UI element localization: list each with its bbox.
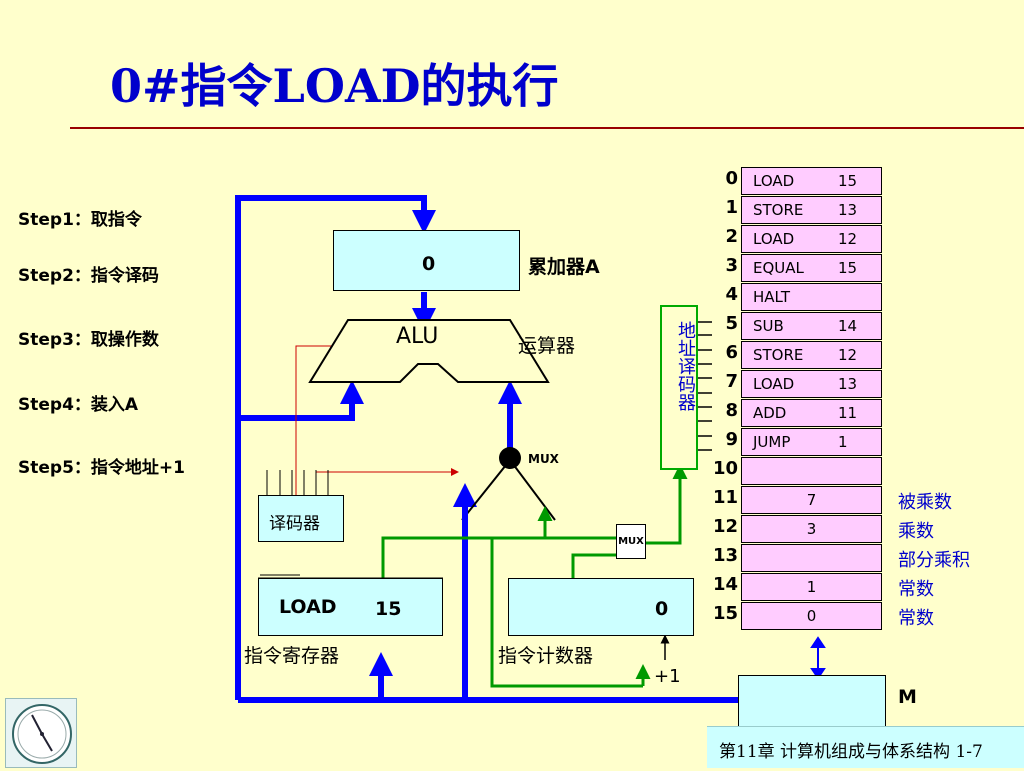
memory-note: 乘数 [898,521,934,542]
lower-mux-label: MUX [618,536,644,547]
memory-cell: EQUAL 15 [741,254,882,282]
step-3: Step3：取操作数 [18,330,159,350]
ir-opcode: LOAD [279,596,337,618]
memory-address: 8 [725,400,738,421]
alu [308,319,550,383]
memory-cell: LOAD 13 [741,370,882,398]
title-divider [70,127,1024,129]
page-title: 0#指令LOAD的执行 [110,59,559,113]
pc-value: 0 [655,598,669,620]
program-counter-label: 指令计数器 [498,645,594,667]
memory-value: 1 [806,578,817,596]
memory-opcode: LOAD [753,230,795,248]
memory-cell: SUB 14 [741,312,882,340]
memory-address: 13 [712,545,738,566]
memory-cell [741,544,882,572]
memory-address: 7 [725,371,738,392]
memory-value: 0 [806,607,817,625]
ir-operand: 15 [375,598,402,620]
memory-opcode: ADD [753,404,787,422]
memory-block [738,675,886,727]
memory-address: 5 [725,313,738,334]
memory-opcode: SUB [753,317,784,335]
memory-label: M [898,686,917,708]
upper-mux-shape [461,447,556,521]
memory-operand: 14 [838,317,858,335]
memory-address: 14 [712,574,738,595]
step-2: Step2：指令译码 [18,266,159,286]
memory-cell: 3 [741,515,882,543]
memory-operand: 13 [838,375,858,393]
memory-address: 6 [725,342,738,363]
memory-operand: 11 [838,404,858,422]
program-counter: 0 [508,578,694,636]
memory-address: 10 [712,458,738,479]
memory-address: 0 [725,168,738,189]
main-data-bus [235,195,738,703]
memory-opcode: STORE [753,346,804,364]
footer-bar: 第11章 计算机组成与体系结构 1-7 [707,726,1024,768]
step-1: Step1：取指令 [18,210,142,230]
memory-operand: 13 [838,201,858,219]
memory-cell: STORE 12 [741,341,882,369]
alu-text: ALU [396,324,439,349]
footer-text: 第11章 计算机组成与体系结构 1-7 [719,742,983,762]
memory-address: 3 [725,255,738,276]
memory-operand: 12 [838,230,858,248]
memory-operand: 12 [838,346,858,364]
lower-mux: MUX [616,524,646,559]
memory-cell: STORE 13 [741,196,882,224]
memory-opcode: EQUAL [753,259,804,277]
memory-note: 常数 [898,608,934,629]
alu-label: 运算器 [518,335,576,357]
memory-opcode: JUMP [753,433,791,451]
memory-operand: 1 [838,433,848,451]
memory-address: 2 [725,226,738,247]
memory-opcode: STORE [753,201,804,219]
address-decoder-label: 地址译码器 [675,321,696,411]
memory-cell [741,457,882,485]
memory-address: 1 [725,197,738,218]
memory-opcode: LOAD [753,172,795,190]
memory-cell: LOAD 15 [741,167,882,195]
memory-value: 7 [806,491,817,509]
step-5: Step5：指令地址+1 [18,458,185,478]
accumulator-label: 累加器A [528,256,600,278]
memory-address: 11 [712,487,738,508]
memory-cell: 0 [741,602,882,630]
accumulator-register: 0 [333,230,520,291]
memory-cell: JUMP 1 [741,428,882,456]
memory-note: 常数 [898,579,934,600]
memory-opcode: HALT [753,288,790,306]
memory-address: 9 [725,429,738,450]
memory-note: 被乘数 [898,492,952,513]
memory-cell: HALT [741,283,882,311]
memory-cell: 7 [741,486,882,514]
memory-address: 12 [712,516,738,537]
decoder-label: 译码器 [269,514,320,534]
instruction-register: LOAD 15 [258,578,443,636]
instruction-decoder: 译码器 [258,495,344,542]
instruction-register-label: 指令寄存器 [244,645,340,667]
memory-cell: 1 [741,573,882,601]
memory-cell: ADD 11 [741,399,882,427]
upper-mux-label: MUX [528,452,559,466]
pc-increment: +1 [654,666,681,687]
memory-address: 4 [725,284,738,305]
memory-cell: LOAD 12 [741,225,882,253]
memory-opcode: LOAD [753,375,795,393]
accumulator-value: 0 [422,253,436,275]
address-decoder: 地址译码器 [660,305,698,470]
memory-value: 3 [806,520,817,538]
memory-address: 15 [712,603,738,624]
memory-note: 部分乘积 [898,550,970,571]
memory-operand: 15 [838,172,858,190]
clock-logo [5,698,77,768]
step-4: Step4：装入A [18,395,139,415]
memory-operand: 15 [838,259,858,277]
